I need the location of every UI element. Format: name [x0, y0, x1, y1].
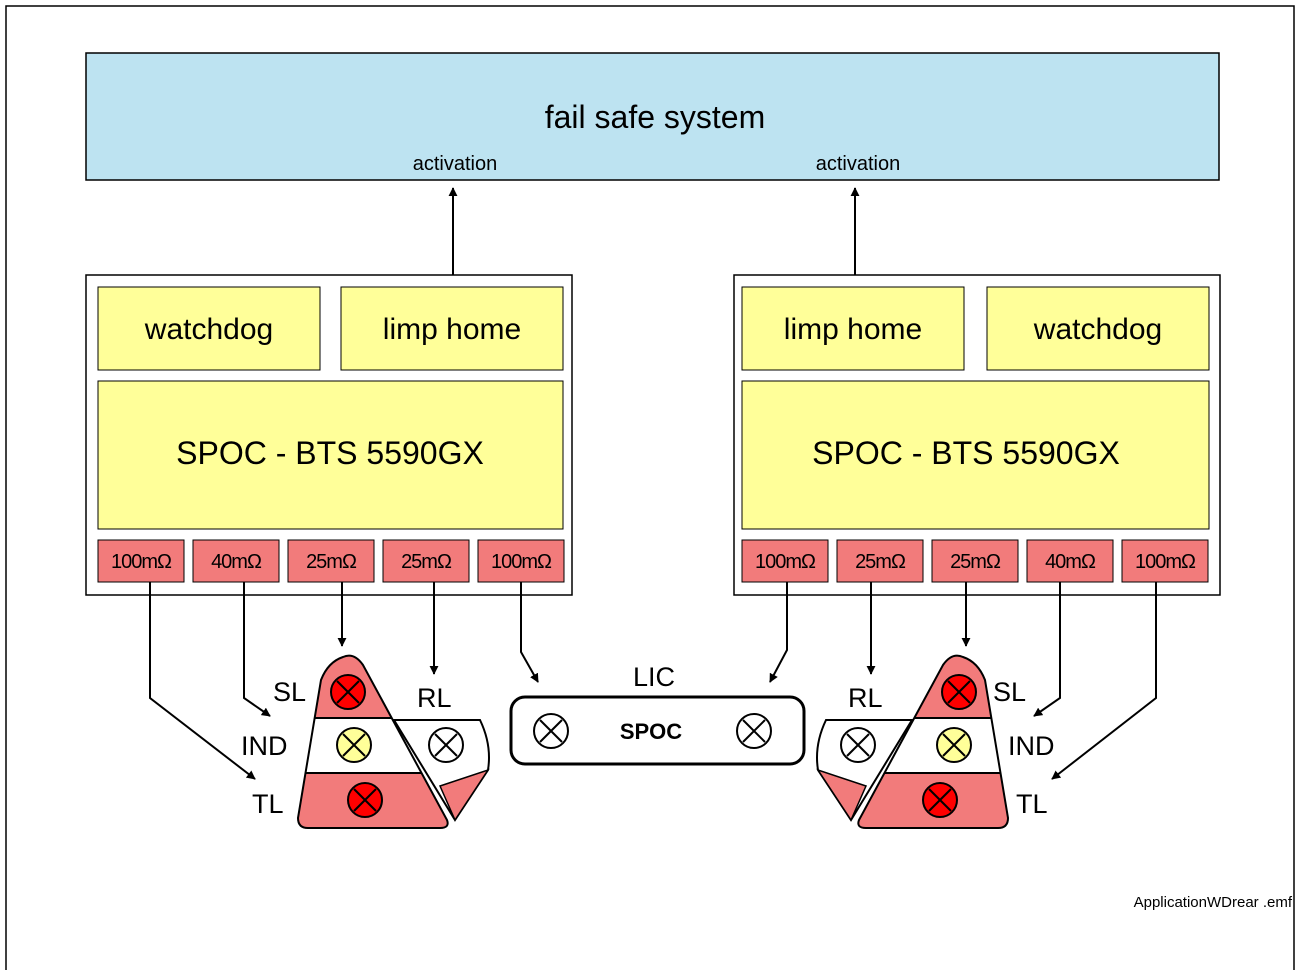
- left-resistor-1: [97, 539, 185, 583]
- left-limp-home-label: limp home: [383, 313, 521, 346]
- left-resistor-5: [477, 539, 565, 583]
- page-frame: [5, 5, 1295, 970]
- left-ind-label: IND: [241, 731, 288, 761]
- right-ind-label: IND: [1008, 731, 1055, 761]
- right-resistor-4-label: 40mΩ: [1045, 551, 1096, 573]
- left-rl-label: RL: [417, 683, 452, 713]
- right-resistor-3: [931, 539, 1019, 583]
- right-rl-label: RL: [848, 683, 883, 713]
- right-resistor-2-label: 25mΩ: [855, 551, 906, 573]
- right-tl-label: TL: [1016, 789, 1048, 819]
- footer-filename: ApplicationWDrear .emf: [1134, 894, 1293, 911]
- activation-label-right: activation: [816, 153, 901, 175]
- left-resistor-3: [287, 539, 375, 583]
- right-resistor-4: [1026, 539, 1114, 583]
- lic-inner-label: SPOC: [620, 719, 682, 744]
- left-tl-label: TL: [252, 789, 284, 819]
- left-spoc-block: [97, 380, 564, 530]
- right-limp-home-label: limp home: [784, 313, 922, 346]
- activation-label-left: activation: [413, 153, 498, 175]
- left-sl-label: SL: [273, 677, 306, 707]
- left-limp-home-block: [340, 286, 564, 371]
- fail-safe-title: fail safe system: [545, 99, 766, 135]
- left-resistor-4-label: 25mΩ: [401, 551, 452, 573]
- left-resistor-2: [192, 539, 280, 583]
- left-resistor-1-label: 100mΩ: [111, 551, 172, 573]
- right-resistor-3-label: 25mΩ: [950, 551, 1001, 573]
- right-module: limp home watchdog SPOC - BTS 5590GX 100…: [733, 274, 1221, 596]
- right-resistor-5-label: 100mΩ: [1135, 551, 1196, 573]
- right-resistor-2: [836, 539, 924, 583]
- right-sl-label: SL: [993, 677, 1026, 707]
- lic-lamp: LIC SPOC: [509, 662, 806, 766]
- left-wires: [149, 582, 539, 780]
- fail-safe-box: [85, 52, 1220, 181]
- left-lamp-cluster: SL IND TL RL: [241, 654, 490, 829]
- right-spoc-label: SPOC - BTS 5590GX: [812, 435, 1120, 471]
- lic-label: LIC: [633, 662, 675, 692]
- right-resistor-5: [1121, 539, 1209, 583]
- left-watchdog-label: watchdog: [144, 313, 273, 346]
- left-resistor-3-label: 25mΩ: [306, 551, 357, 573]
- left-resistor-2-label: 40mΩ: [211, 551, 262, 573]
- right-resistor-1-label: 100mΩ: [755, 551, 816, 573]
- right-watchdog-label: watchdog: [1033, 313, 1162, 346]
- right-watchdog-block: [986, 286, 1210, 371]
- right-wires: [769, 582, 1157, 780]
- left-resistor-5-label: 100mΩ: [491, 551, 552, 573]
- left-spoc-label: SPOC - BTS 5590GX: [176, 435, 484, 471]
- right-limp-home-block: [741, 286, 965, 371]
- left-module: watchdog limp home SPOC - BTS 5590GX 100…: [85, 274, 573, 596]
- left-resistor-4: [382, 539, 470, 583]
- left-watchdog-block: [97, 286, 321, 371]
- right-resistor-1: [741, 539, 829, 583]
- right-spoc-block: [741, 380, 1210, 530]
- right-lamp-cluster: SL IND TL RL: [816, 654, 1055, 829]
